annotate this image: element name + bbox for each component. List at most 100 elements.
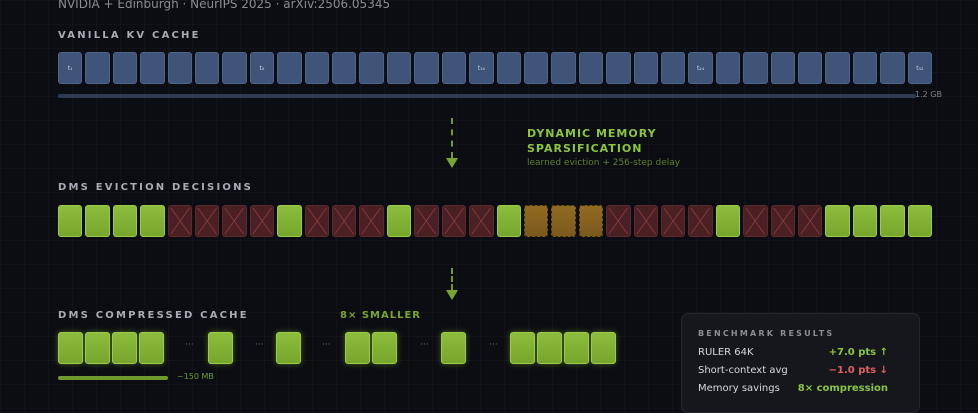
kept-token-cell (537, 332, 562, 364)
vanilla-size-bar (58, 94, 916, 98)
compressed-group (441, 332, 468, 364)
kv-token-cell (332, 52, 357, 84)
kv-token-cell (359, 52, 384, 84)
kv-token-cell (852, 52, 878, 84)
evicted-token-cell (743, 205, 768, 237)
ellipsis: ··· (322, 340, 331, 350)
compressed-group (208, 332, 235, 364)
x-icon (361, 207, 382, 235)
decisions-row (58, 205, 932, 237)
ellipsis: ··· (489, 340, 498, 350)
kept-token-cell (58, 332, 83, 364)
kv-token-cell (85, 52, 110, 84)
x-icon (170, 207, 190, 235)
subtitle: NVIDIA + Edinburgh · NeurIPS 2025 · arXi… (58, 0, 391, 11)
kept-token-cell (277, 205, 302, 237)
kv-token-cell (578, 52, 604, 84)
kept-token-cell (441, 332, 466, 364)
dms-subtitle: learned eviction + 256-step delay (527, 158, 681, 168)
kv-token-cell (551, 52, 576, 84)
evicted-token-cell (222, 205, 247, 237)
compressed-size: ~150 MB (177, 372, 214, 381)
x-icon (416, 207, 437, 235)
kv-token-cell (715, 52, 741, 84)
kv-token-cell (633, 52, 658, 84)
kv-token-cell (825, 52, 850, 84)
kept-token-cell (591, 332, 616, 364)
x-icon (635, 207, 656, 235)
kept-token-cell (715, 205, 741, 237)
smaller-badge: 8× SMALLER (340, 310, 421, 321)
evicted-token-cell (688, 205, 713, 237)
kv-token-cell (304, 52, 330, 84)
token-label: t₂₄ (696, 64, 705, 72)
compressed-size-bar (58, 376, 168, 380)
evicted-token-cell (441, 205, 467, 237)
kv-token-cell (414, 52, 439, 84)
delayed-token-cell (523, 205, 549, 237)
kv-token-cell: t₁ (58, 52, 83, 84)
x-icon (690, 207, 711, 235)
x-icon (608, 207, 629, 235)
vanilla-size: 1.2 GB (915, 90, 942, 99)
compressed-group (58, 332, 166, 364)
x-icon (663, 207, 683, 235)
kv-token-cell (167, 52, 193, 84)
evicted-token-cell (469, 205, 494, 237)
kept-token-cell (825, 205, 850, 237)
evicted-token-cell (332, 205, 357, 237)
x-icon (307, 207, 327, 235)
evicted-token-cell (797, 205, 823, 237)
metric-label: Memory savings (698, 383, 780, 394)
compressed-group (276, 332, 303, 364)
vanilla-cache-row: t₁ t₈ t₁₆ t₂₄ t₃₂ (58, 52, 932, 84)
dms-title: DYNAMIC MEMORY (527, 127, 657, 140)
token-label: t₃₂ (916, 64, 924, 72)
kv-token-cell (880, 52, 905, 84)
kv-token-cell (277, 52, 302, 84)
kept-token-cell (85, 332, 110, 364)
dms-label: DYNAMIC MEMORY SPARSIFICATION learned ev… (527, 126, 680, 171)
compressed-group (345, 332, 399, 364)
kept-token-cell (510, 332, 535, 364)
kept-token-cell (564, 332, 589, 364)
ellipsis: ··· (255, 340, 264, 350)
x-icon (800, 207, 820, 235)
kept-token-cell (907, 205, 932, 237)
benchmark-title: BENCHMARK RESULTS (698, 329, 835, 338)
metric-value: 8× compression (797, 383, 888, 394)
evicted-token-cell (414, 205, 439, 237)
kv-token-cell (195, 52, 220, 84)
evicted-token-cell (633, 205, 658, 237)
kv-token-cell (140, 52, 165, 84)
metric-value: −1.0 pts ↓ (828, 365, 888, 376)
evicted-token-cell (359, 205, 384, 237)
delayed-token-cell (578, 205, 604, 237)
kept-token-cell (85, 205, 110, 237)
ellipsis: ··· (185, 340, 194, 350)
kept-token-cell (140, 205, 165, 237)
compressed-group (510, 332, 618, 364)
kept-token-cell (112, 205, 138, 237)
kv-token-cell (386, 52, 412, 84)
evicted-token-cell (195, 205, 220, 237)
evicted-token-cell (770, 205, 795, 237)
kept-token-cell (139, 332, 164, 364)
metric-label: Short-context avg (698, 365, 788, 376)
kv-token-cell: t₁₆ (469, 52, 494, 84)
token-label: t₁₆ (477, 64, 485, 72)
kept-token-cell (880, 205, 905, 237)
x-icon (745, 207, 766, 235)
kv-token-cell: t₈ (249, 52, 275, 84)
benchmark-panel: BENCHMARK RESULTS RULER 64K+7.0 pts ↑ Sh… (681, 313, 920, 413)
evicted-token-cell (249, 205, 275, 237)
kv-token-cell (770, 52, 795, 84)
arrow-down-icon (446, 118, 458, 168)
benchmark-row: Memory savings 8× compression (698, 383, 888, 394)
evicted-token-cell (167, 205, 193, 237)
kept-token-cell (372, 332, 397, 364)
evicted-token-cell (304, 205, 330, 237)
kept-token-cell (208, 332, 233, 364)
kv-token-cell (743, 52, 768, 84)
metric-value: +7.0 pts ↑ (828, 347, 888, 358)
